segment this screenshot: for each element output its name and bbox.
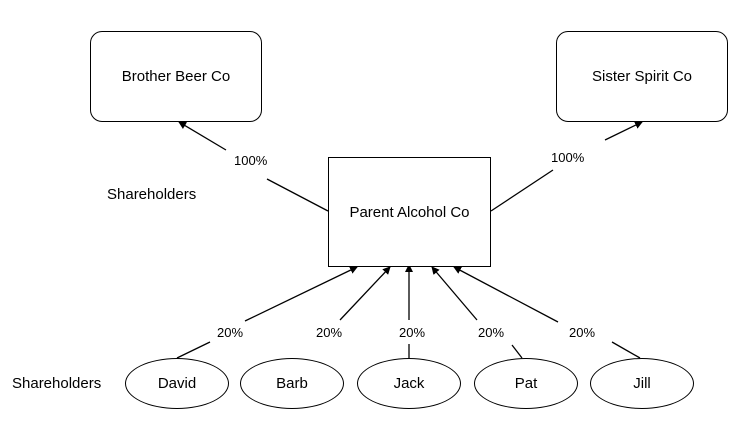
- shareholders-label-top: Shareholders: [107, 186, 197, 203]
- sister-spirit-co-box: Sister Spirit Co: [556, 31, 728, 122]
- shareholder-name: David: [157, 375, 197, 392]
- shareholder-pat: Pat: [474, 358, 578, 409]
- arrow-parent-to-brother: [266, 178, 329, 212]
- arrow-parent-to-brother-head: [178, 121, 227, 151]
- arrow-parent-to-sister: [490, 169, 554, 212]
- arrow-barb-to-parent: [339, 266, 391, 321]
- arrow-parent-to-sister-head: [604, 121, 643, 141]
- brother-beer-co-label: Brother Beer Co: [121, 68, 231, 85]
- parent-alcohol-co-label: Parent Alcohol Co: [349, 203, 470, 221]
- arrow-pat-to-parent-tail: [511, 344, 523, 359]
- arrow-jill-to-parent-tail: [611, 341, 641, 359]
- parent-alcohol-co-box: Parent Alcohol Co: [328, 157, 491, 267]
- arrow-jill-to-parent: [453, 266, 559, 323]
- sister-spirit-co-label: Sister Spirit Co: [591, 68, 693, 85]
- shareholder-name: Jack: [393, 375, 425, 392]
- brother-beer-co-box: Brother Beer Co: [90, 31, 262, 122]
- barb-ownership-pct: 20%: [316, 325, 343, 340]
- shareholder-barb: Barb: [240, 358, 344, 409]
- shareholder-jack: Jack: [357, 358, 461, 409]
- arrow-pat-to-parent: [431, 266, 478, 321]
- pat-ownership-pct: 20%: [478, 325, 505, 340]
- shareholder-david: David: [125, 358, 229, 409]
- shareholder-name: Pat: [514, 375, 538, 392]
- shareholder-jill: Jill: [590, 358, 694, 409]
- brother-ownership-pct: 100%: [234, 153, 268, 168]
- sister-ownership-pct: 100%: [551, 150, 585, 165]
- jack-ownership-pct: 20%: [399, 325, 426, 340]
- arrow-david-to-parent: [176, 341, 211, 359]
- shareholder-name: Jill: [633, 375, 651, 392]
- shareholder-name: Barb: [276, 375, 308, 392]
- david-ownership-pct: 20%: [217, 325, 244, 340]
- shareholders-label-bottom: Shareholders: [12, 375, 102, 392]
- jill-ownership-pct: 20%: [569, 325, 596, 340]
- arrow-david-to-parent-head: [244, 266, 358, 322]
